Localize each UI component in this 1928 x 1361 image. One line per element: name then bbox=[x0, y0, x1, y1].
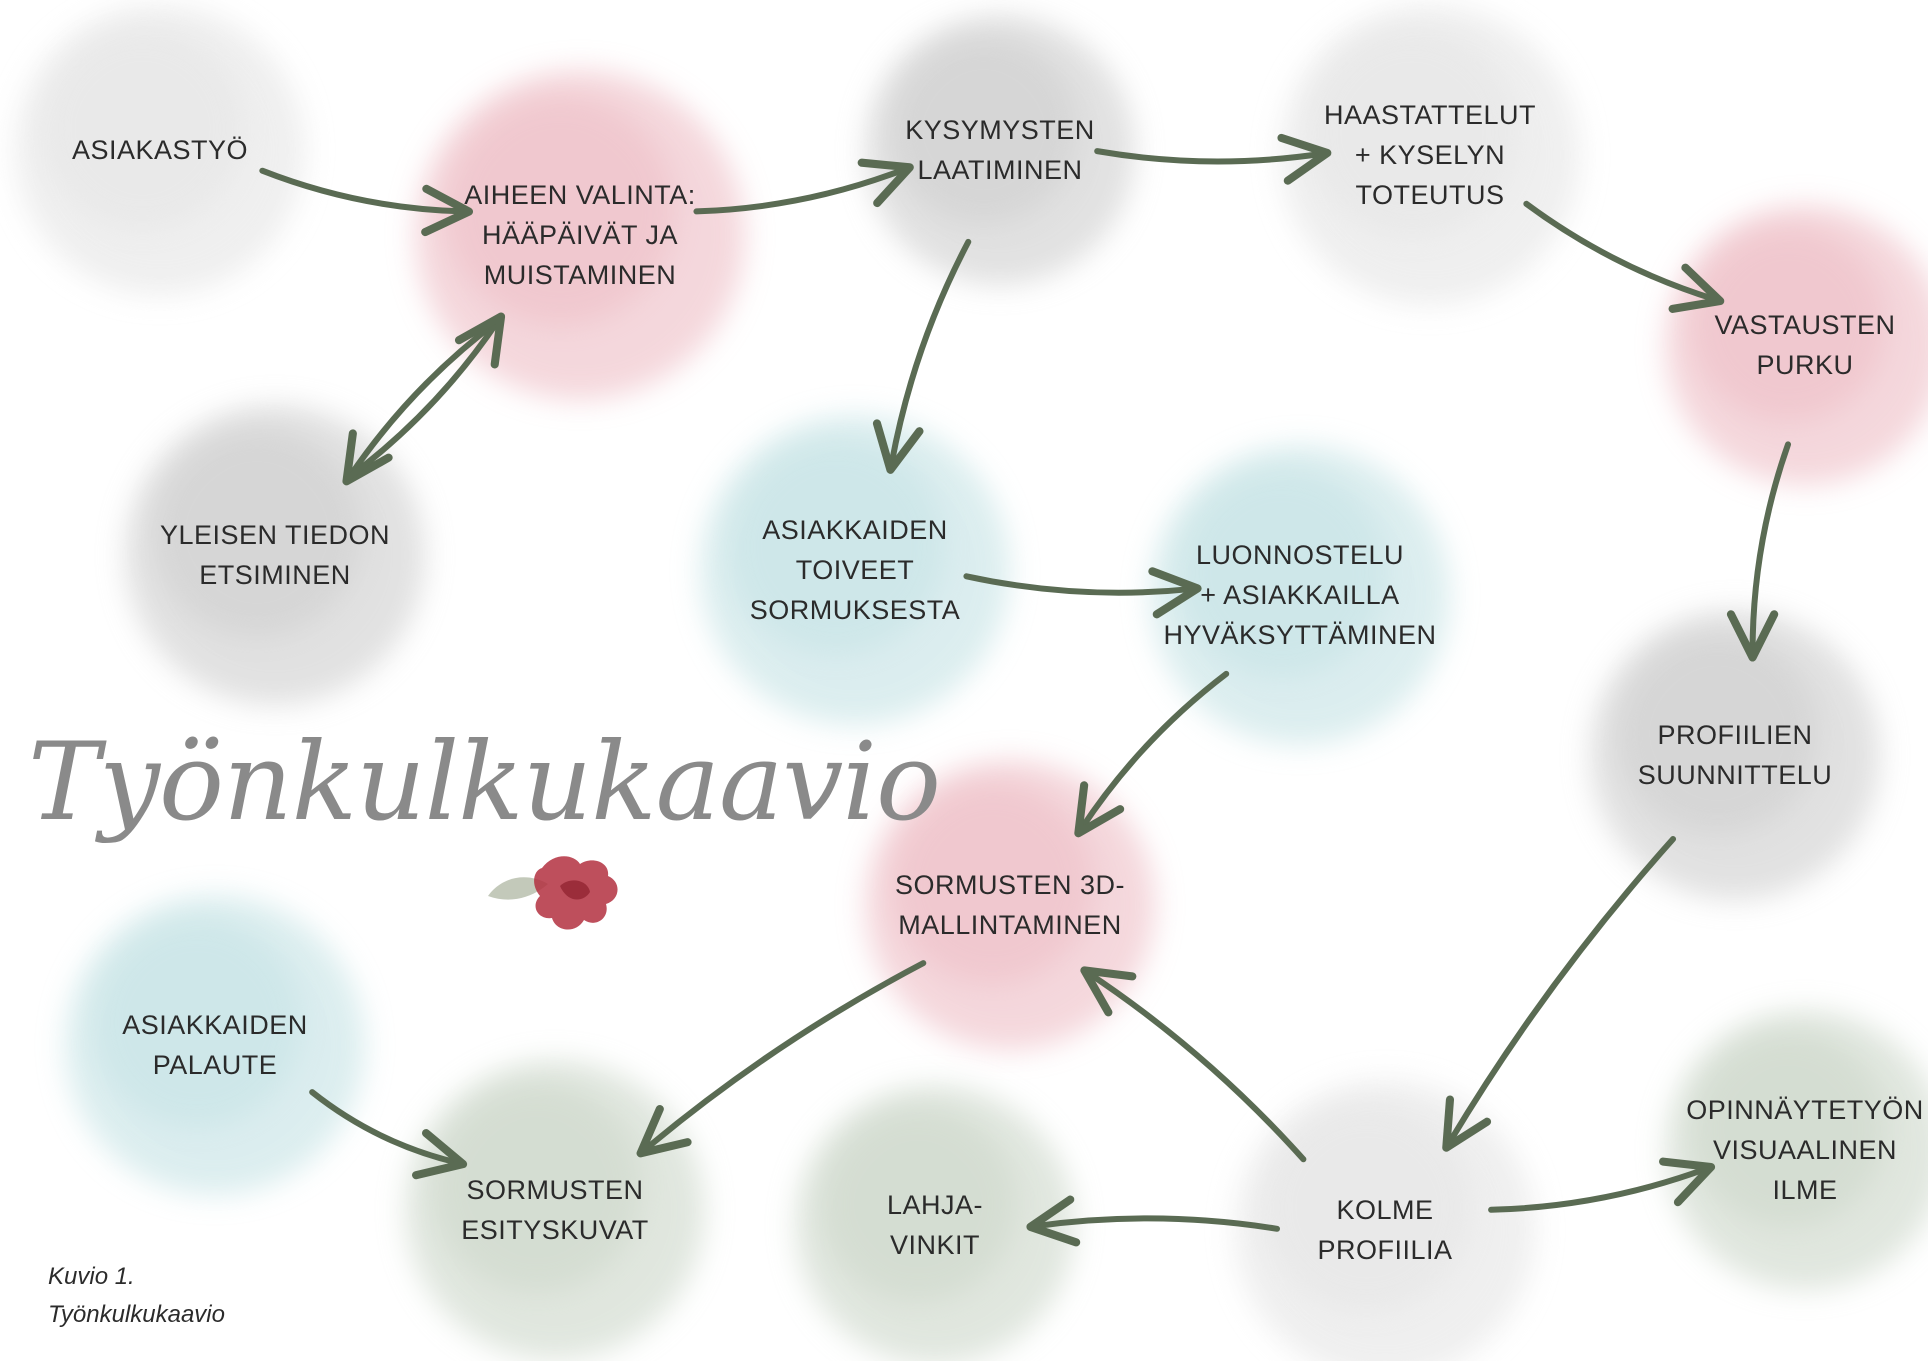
node-label-line: MALLINTAMINEN bbox=[898, 910, 1122, 940]
node-label-line: HÄÄPÄIVÄT JA bbox=[481, 220, 679, 250]
arrow-kysymysten-laatiminen-to-haastattelut bbox=[1094, 133, 1332, 185]
node-label-sormusten-3d: SORMUSTEN 3D- MALLINTAMINEN bbox=[895, 865, 1125, 945]
node-label-line: LAHJA- bbox=[886, 1190, 984, 1220]
flower-decoration-icon bbox=[488, 856, 618, 930]
node-blob-sormusten-esityskuvat bbox=[405, 1060, 705, 1360]
arrow-sormusten-3d-to-sormusten-esityskuvat bbox=[636, 960, 927, 1158]
arrow-kolme-profiilia-to-opinnaytetyon-ilme bbox=[1488, 1157, 1716, 1213]
caption-number: Kuvio 1. bbox=[48, 1263, 135, 1290]
watercolor-blobs bbox=[15, 5, 1928, 1361]
arrow-yleisen-tiedon-to-aiheen-valinta bbox=[346, 312, 506, 480]
node-label-line: VISUAALINEN bbox=[1712, 1135, 1898, 1165]
node-label-line: YLEISEN TIEDON bbox=[159, 520, 391, 550]
node-label-line: KYSYMYSTEN bbox=[905, 115, 1095, 145]
arrow-kysymysten-laatiminen-to-asiakkaiden-toiveet bbox=[872, 238, 972, 474]
node-blob-profiilien-suunnittelu bbox=[1590, 610, 1880, 900]
node-label-aiheen-valinta: AIHEEN VALINTA: HÄÄPÄIVÄT JA MUISTAMINEN bbox=[464, 175, 696, 295]
node-label-asiakkaiden-palaute: ASIAKKAIDEN PALAUTE bbox=[122, 1005, 308, 1085]
arrow-asiakastyo-to-aiheen-valinta bbox=[259, 167, 474, 237]
node-label-profiilien-suunnittelu: PROFIILIEN SUUNNITTELU bbox=[1638, 715, 1833, 795]
node-label-line: SUUNNITTELU bbox=[1637, 760, 1833, 790]
node-label-lahjavinkit: LAHJA- VINKIT bbox=[887, 1185, 983, 1265]
node-blob-opinnaytetyon-ilme bbox=[1665, 1010, 1928, 1290]
arrow-kolme-profiilia-to-sormusten-3d bbox=[1080, 966, 1307, 1163]
node-label-line: VASTAUSTEN bbox=[1714, 310, 1896, 340]
node-blob-asiakkaiden-toiveet bbox=[700, 415, 1010, 725]
node-label-line: ESITYSKUVAT bbox=[461, 1215, 649, 1245]
arrow-asiakkaiden-palaute-to-sormusten-esityskuvat bbox=[309, 1089, 468, 1180]
node-label-haastattelut: HAASTATTELUT + KYSELYN TOTEUTUS bbox=[1324, 95, 1536, 215]
node-label-line: MUISTAMINEN bbox=[483, 260, 677, 290]
node-label-line: ASIAKASTYÖ bbox=[71, 135, 249, 165]
node-label-line: ASIAKKAIDEN bbox=[122, 1010, 308, 1040]
node-label-line: LUONNOSTELU bbox=[1195, 540, 1405, 570]
node-blob-kysymysten-laatiminen bbox=[865, 15, 1135, 285]
node-label-line: PROFIILIEN bbox=[1657, 720, 1813, 750]
node-blob-lahjavinkit bbox=[795, 1085, 1075, 1361]
node-label-yleisen-tiedon: YLEISEN TIEDON ETSIMINEN bbox=[160, 515, 390, 595]
node-label-sormusten-esityskuvat: SORMUSTEN ESITYSKUVAT bbox=[461, 1170, 649, 1250]
node-label-line: AIHEEN VALINTA: bbox=[464, 180, 696, 210]
node-label-vastausten-purku: VASTAUSTEN PURKU bbox=[1714, 305, 1895, 385]
node-label-line: PURKU bbox=[1756, 350, 1854, 380]
caption-text: Työnkulkukaavio bbox=[48, 1301, 225, 1328]
arrow-asiakkaiden-toiveet-to-luonnostelu bbox=[963, 567, 1202, 619]
node-blob-kolme-profiilia bbox=[1235, 1080, 1535, 1361]
arrow-aiheen-valinta-to-kysymysten-laatiminen bbox=[693, 158, 914, 215]
node-label-line: ETSIMINEN bbox=[199, 560, 351, 590]
arrow-profiilien-suunnittelu-to-kolme-profiilia bbox=[1442, 836, 1677, 1152]
node-label-line: TOIVEET bbox=[795, 555, 915, 585]
node-label-line: OPINNÄYTETYÖN bbox=[1686, 1095, 1924, 1125]
flow-arrows bbox=[259, 133, 1792, 1247]
arrow-luonnostelu-to-sormusten-3d bbox=[1074, 670, 1230, 838]
node-label-opinnaytetyon-ilme: OPINNÄYTETYÖN VISUAALINEN ILME bbox=[1686, 1090, 1924, 1210]
node-label-line: ILME bbox=[1772, 1175, 1838, 1205]
node-label-asiakkaiden-toiveet: ASIAKKAIDEN TOIVEET SORMUKSESTA bbox=[750, 510, 961, 630]
node-label-luonnostelu: LUONNOSTELU + ASIAKKAILLA HYVÄKSYTTÄMINEN bbox=[1163, 535, 1436, 655]
arrow-vastausten-purku-to-profiilien-suunnittelu bbox=[1726, 441, 1792, 662]
node-label-line: SORMUSTEN 3D- bbox=[894, 870, 1126, 900]
node-label-line: SORMUKSESTA bbox=[749, 595, 961, 625]
node-label-line: HYVÄKSYTTÄMINEN bbox=[1163, 620, 1437, 650]
node-blob-haastattelut bbox=[1280, 5, 1580, 305]
node-label-line: VINKIT bbox=[889, 1230, 980, 1260]
node-blob-vastausten-purku bbox=[1665, 205, 1928, 485]
node-label-line: PALAUTE bbox=[152, 1050, 278, 1080]
node-label-line: + KYSELYN bbox=[1354, 140, 1506, 170]
node-label-line: ASIAKKAIDEN bbox=[762, 515, 948, 545]
node-label-kolme-profiilia: KOLME PROFIILIA bbox=[1317, 1190, 1452, 1270]
figure-caption: Kuvio 1. Työnkulkukaavio bbox=[48, 1258, 225, 1334]
node-label-line: SORMUSTEN bbox=[466, 1175, 644, 1205]
node-label-line: PROFIILIA bbox=[1317, 1235, 1453, 1265]
arrow-kolme-profiilia-to-lahjavinkit bbox=[1026, 1195, 1281, 1247]
node-blob-luonnostelu bbox=[1150, 445, 1450, 745]
node-blob-asiakkaiden-palaute bbox=[65, 895, 365, 1195]
node-label-line: + ASIAKKAILLA bbox=[1200, 580, 1400, 610]
arrow-haastattelut-to-vastausten-purku bbox=[1523, 200, 1725, 313]
node-label-asiakastyo: ASIAKASTYÖ bbox=[72, 130, 248, 170]
node-blob-asiakastyo bbox=[15, 5, 305, 295]
node-label-line: TOTEUTUS bbox=[1355, 180, 1505, 210]
diagram-title: Työnkulkukaavio bbox=[28, 720, 941, 845]
node-label-line: LAATIMINEN bbox=[917, 155, 1083, 185]
node-label-kysymysten-laatiminen: KYSYMYSTEN LAATIMINEN bbox=[905, 110, 1095, 190]
node-label-line: KOLME bbox=[1336, 1195, 1434, 1225]
node-label-line: HAASTATTELUT bbox=[1323, 100, 1537, 130]
